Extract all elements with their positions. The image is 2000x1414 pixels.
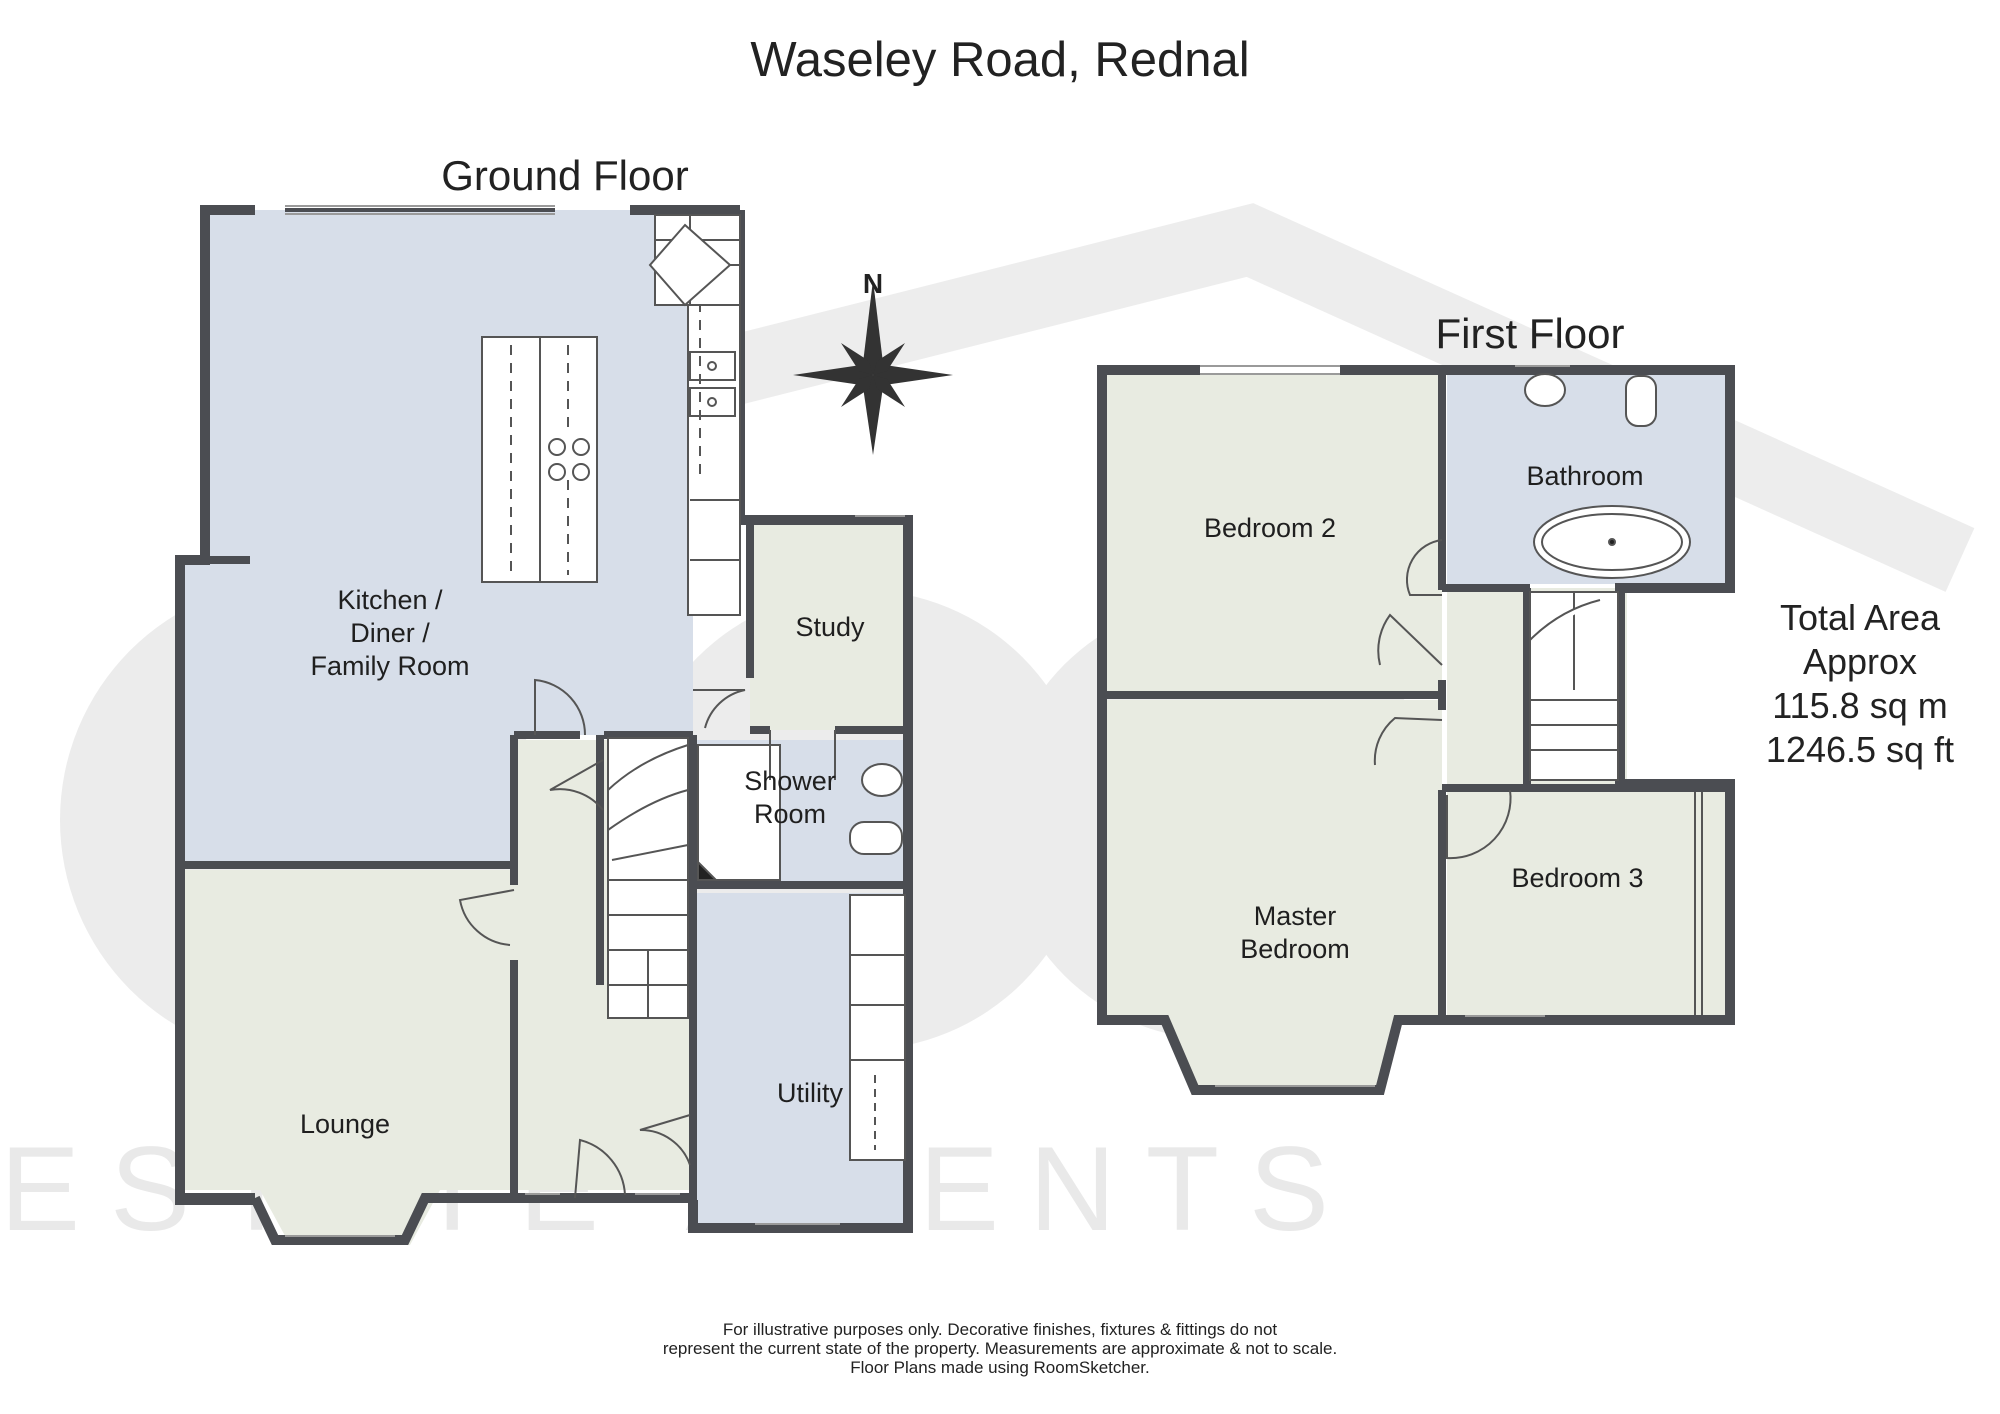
ground-floor-plan bbox=[175, 205, 913, 1245]
first-floor-plan bbox=[1097, 365, 1735, 1095]
total-area: Total Area Approx 115.8 sq m 1246.5 sq f… bbox=[1765, 597, 1955, 770]
disclaimer: For illustrative purposes only. Decorati… bbox=[662, 1320, 1338, 1377]
room-label-kitchen: Kitchen / Diner / Family Room bbox=[310, 585, 470, 681]
ground-floor-label: Ground Floor bbox=[441, 152, 689, 199]
room-label-shower: Shower Room bbox=[744, 766, 836, 829]
first-floor-label: First Floor bbox=[1435, 310, 1625, 357]
page-title: Waseley Road, Rednal bbox=[750, 33, 1250, 87]
room-label-utility: Utility bbox=[777, 1078, 843, 1108]
room-label-study: Study bbox=[795, 612, 865, 642]
compass-rose bbox=[793, 280, 953, 455]
room-label-lounge: Lounge bbox=[299, 1109, 391, 1139]
bedroom2-fill bbox=[1106, 374, 1442, 694]
lounge-fill bbox=[180, 870, 514, 1245]
room-label-master: Master Bedroom bbox=[1240, 901, 1350, 964]
kitchen-fill bbox=[180, 210, 740, 865]
study-fill bbox=[750, 524, 908, 730]
room-label-bathroom: Bathroom bbox=[1526, 461, 1644, 491]
utility-worktop bbox=[849, 894, 906, 1161]
compass-north-label: N bbox=[862, 268, 884, 299]
bedroom3-fill bbox=[1447, 788, 1730, 1016]
master-fill bbox=[1106, 700, 1442, 1093]
room-label-bedroom2: Bedroom 2 bbox=[1203, 513, 1337, 543]
shower-tray bbox=[697, 744, 781, 881]
room-label-bedroom3: Bedroom 3 bbox=[1511, 863, 1644, 893]
